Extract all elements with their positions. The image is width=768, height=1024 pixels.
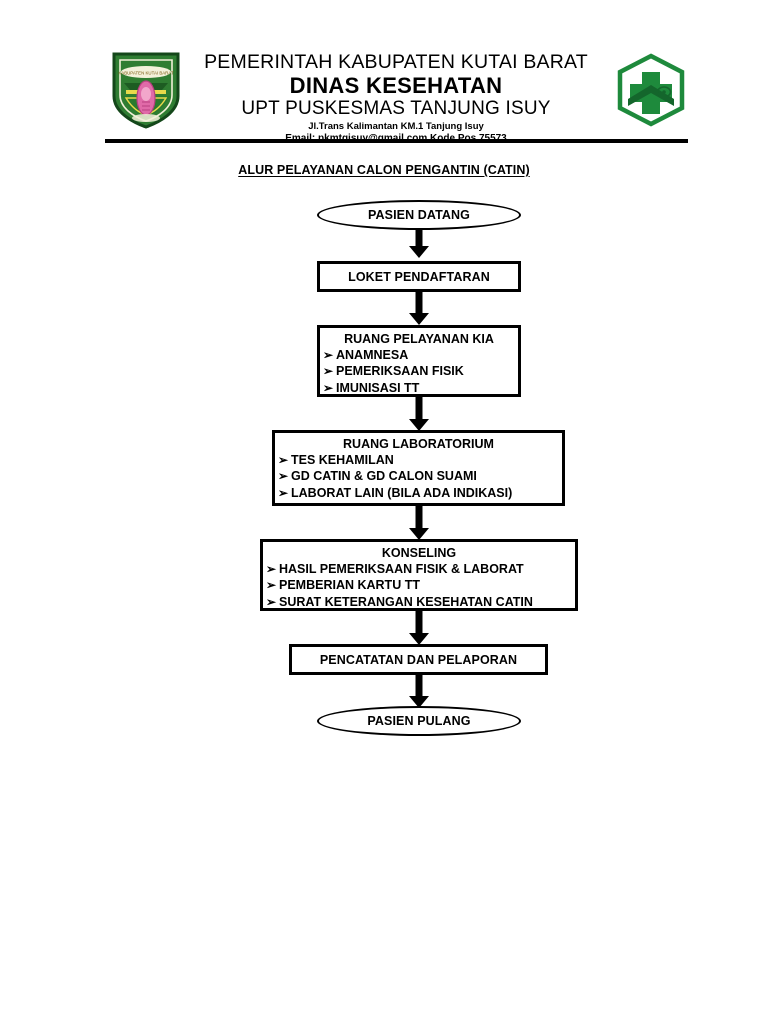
arrow-bullet-icon: ➢ xyxy=(265,561,277,576)
flow-node-heading: RUANG PELAYANAN KIA xyxy=(344,332,494,346)
postal-code: Kode Pos 75573 xyxy=(427,133,507,144)
flow-node-konseling[interactable]: KONSELING ➢HASIL PEMERIKSAAN FISIK & LAB… xyxy=(260,539,578,611)
list-item: ➢ANAMNESA xyxy=(320,347,518,364)
address-line: Jl.Trans Kalimantan KM.1 Tanjung Isuy xyxy=(308,121,484,133)
list-item-label: PEMBERIAN KARTU TT xyxy=(279,578,420,593)
list-item-label: TES KEHAMILAN xyxy=(291,452,394,467)
arrow-bullet-icon: ➢ xyxy=(277,486,289,500)
flow-node-item-list: ➢TES KEHAMILAN ➢GD CATIN & GD CALON SUAM… xyxy=(275,452,562,502)
list-item-label: PEMERIKSAAN FISIK xyxy=(336,364,464,379)
department-name-line: DINAS KESEHATAN xyxy=(289,73,503,99)
flow-node-item-list: ➢ANAMNESA ➢PEMERIKSAAN FISIK ➢IMUNISASI … xyxy=(320,347,518,397)
puskesmas-logo-icon xyxy=(612,52,690,128)
connector-arrow-3 xyxy=(405,397,433,431)
flow-node-item-list: ➢HASIL PEMERIKSAAN FISIK & LABORAT ➢PEMB… xyxy=(263,561,575,611)
flow-node-pasien-pulang[interactable]: PASIEN PULANG xyxy=(317,706,521,736)
email-address[interactable]: pkmtgisuy@gmail.com xyxy=(318,133,427,144)
flow-node-label: LOKET PENDAFTARAN xyxy=(348,269,490,284)
email-line: Email: pkmtgisuy@gmail.com Kode Pos 7557… xyxy=(186,133,606,145)
list-item: ➢PEMERIKSAAN FISIK xyxy=(320,363,518,380)
flow-node-ruang-pelayanan-kia[interactable]: RUANG PELAYANAN KIA ➢ANAMNESA ➢PEMERIKSA… xyxy=(317,325,521,397)
list-item-label: ANAMNESA xyxy=(336,347,409,362)
connector-arrow-5 xyxy=(405,611,433,645)
connector-arrow-4 xyxy=(405,506,433,540)
list-item: ➢LABORAT LAIN (BILA ADA INDIKASI) xyxy=(275,485,562,502)
list-item: ➢PEMBERIAN KARTU TT xyxy=(263,577,575,594)
list-item: ➢HASIL PEMERIKSAAN FISIK & LABORAT xyxy=(263,561,575,578)
connector-arrow-2 xyxy=(405,292,433,325)
flowchart-title-text: ALUR PELAYANAN CALON PENGANTIN (CATIN) xyxy=(238,163,530,177)
letterhead-text-block: PEMERINTAH KABUPATEN KUTAI BARAT DINAS K… xyxy=(186,51,606,145)
kutai-barat-regency-emblem-icon: KABUPATEN KUTAI BARAT xyxy=(110,50,182,130)
flow-node-loket-pendaftaran[interactable]: LOKET PENDAFTARAN xyxy=(317,261,521,292)
letterhead-divider xyxy=(105,139,688,143)
list-item-label: GD CATIN & GD CALON SUAMI xyxy=(291,469,477,484)
list-item: ➢SURAT KETERANGAN KESEHATAN CATIN xyxy=(263,594,575,611)
facility-name-line: UPT PUSKESMAS TANJUNG ISUY xyxy=(241,97,551,119)
flow-node-pencatatan-dan-pelaporan[interactable]: PENCATATAN DAN PELAPORAN xyxy=(289,644,548,675)
flow-node-label: PENCATATAN DAN PELAPORAN xyxy=(319,652,518,667)
gov-name-line: PEMERINTAH KABUPATEN KUTAI BARAT xyxy=(204,51,588,73)
arrow-bullet-icon: ➢ xyxy=(265,578,277,593)
flowchart-title: ALUR PELAYANAN CALON PENGANTIN (CATIN) xyxy=(0,163,768,177)
flow-node-heading: RUANG LABORATORIUM xyxy=(343,437,494,451)
arrow-bullet-icon: ➢ xyxy=(277,469,289,484)
connector-arrow-1 xyxy=(405,230,433,258)
arrow-bullet-icon: ➢ xyxy=(265,595,277,609)
email-prefix: Email: xyxy=(285,133,318,144)
list-item: ➢GD CATIN & GD CALON SUAMI xyxy=(275,468,562,485)
list-item-label: LABORAT LAIN (BILA ADA INDIKASI) xyxy=(291,486,513,500)
connector-arrow-6 xyxy=(405,675,433,708)
flow-node-pasien-datang[interactable]: PASIEN DATANG xyxy=(317,200,521,230)
list-item: ➢TES KEHAMILAN xyxy=(275,452,562,469)
flow-node-heading: KONSELING xyxy=(381,546,457,560)
flow-node-label: PASIEN PULANG xyxy=(367,714,471,728)
arrow-bullet-icon: ➢ xyxy=(322,381,334,395)
list-item-label: HASIL PEMERIKSAAN FISIK & LABORAT xyxy=(279,561,524,576)
arrow-bullet-icon: ➢ xyxy=(322,347,334,362)
arrow-bullet-icon: ➢ xyxy=(322,364,334,379)
flow-node-label: PASIEN DATANG xyxy=(368,208,470,222)
list-item: ➢IMUNISASI TT xyxy=(320,380,518,397)
list-item-label: IMUNISASI TT xyxy=(336,381,420,395)
flow-node-ruang-laboratorium[interactable]: RUANG LABORATORIUM ➢TES KEHAMILAN ➢GD CA… xyxy=(272,430,565,506)
svg-text:KABUPATEN KUTAI BARAT: KABUPATEN KUTAI BARAT xyxy=(118,71,174,76)
letterhead: KABUPATEN KUTAI BARAT PEMERINTAH KABUPAT… xyxy=(0,0,768,150)
list-item-label: SURAT KETERANGAN KESEHATAN CATIN xyxy=(279,595,533,609)
arrow-bullet-icon: ➢ xyxy=(277,452,289,467)
